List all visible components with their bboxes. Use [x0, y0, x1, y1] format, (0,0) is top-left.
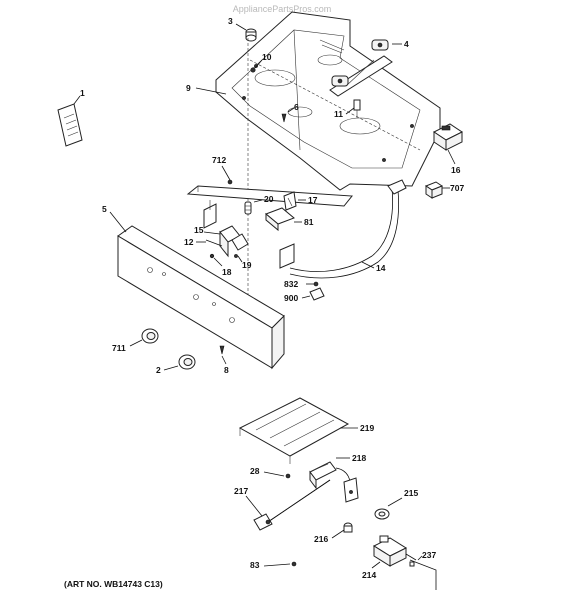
thermostat-bulb-237 [409, 559, 437, 590]
spring-20 [244, 201, 252, 215]
burner-box-pan [215, 11, 441, 191]
label-14: 14 [376, 263, 386, 273]
oven-safety-valve-214 [372, 535, 417, 567]
label-18: 18 [222, 267, 232, 277]
grommet-3 [245, 28, 257, 42]
label-712: 712 [212, 155, 226, 165]
screw-832 [313, 281, 319, 287]
label-28: 28 [250, 466, 260, 476]
label-19: 19 [242, 260, 252, 270]
label-216: 216 [314, 534, 328, 544]
label-711: 711 [112, 343, 126, 353]
label-1: 1 [80, 88, 85, 98]
spark-module [433, 123, 463, 151]
control-panel [117, 225, 285, 370]
label-237: 237 [422, 550, 436, 560]
label-9: 9 [186, 83, 191, 93]
clip-17 [283, 191, 297, 211]
art-number: (ART NO. WB14743 C13) [64, 579, 163, 589]
manifold-support-bracket [186, 185, 353, 269]
bracket-81 [265, 207, 295, 232]
gas-manifold-tube [289, 179, 407, 279]
screw-83 [291, 561, 297, 567]
label-20: 20 [264, 194, 274, 204]
label-900: 900 [284, 293, 298, 303]
connector-707 [424, 181, 444, 199]
label-707: 707 [450, 183, 464, 193]
label-10: 10 [262, 52, 272, 62]
label-11: 11 [334, 109, 343, 119]
label-832: 832 [284, 279, 298, 289]
label-4: 4 [404, 39, 409, 49]
screw-8 [219, 345, 225, 355]
burner-baffle-219 [238, 397, 350, 464]
label-12: 12 [184, 237, 194, 247]
label-16: 16 [451, 165, 461, 175]
screw-28 [285, 473, 291, 479]
knob-bezel-711 [141, 328, 159, 344]
label-5: 5 [102, 204, 107, 214]
watermark: AppliancePartsPros.com [233, 4, 332, 14]
label-215: 215 [404, 488, 418, 498]
orifice-216 [343, 522, 353, 533]
igniter-switch-assembly [329, 39, 393, 97]
label-8: 8 [224, 365, 229, 375]
label-17: 17 [308, 195, 318, 205]
label-3: 3 [228, 16, 233, 26]
screw-10 [250, 67, 256, 73]
oven-burner-217 [253, 477, 359, 531]
label-81: 81 [304, 217, 314, 227]
knob-bezel-2 [178, 354, 196, 370]
screw-6 [281, 113, 287, 123]
valve-cluster [205, 225, 249, 259]
label-83: 83 [250, 560, 260, 570]
screw-712 [227, 179, 233, 185]
orifice-hood-215 [374, 508, 390, 520]
label-15: 15 [194, 225, 204, 235]
label-218: 218 [352, 453, 366, 463]
clamp-900 [309, 287, 325, 301]
manual-booklet [57, 95, 83, 147]
label-6: 6 [294, 102, 299, 112]
label-217: 217 [234, 486, 248, 496]
label-214: 214 [362, 570, 376, 580]
label-2: 2 [156, 365, 161, 375]
wire-clip-11 [353, 99, 361, 118]
label-219: 219 [360, 423, 374, 433]
